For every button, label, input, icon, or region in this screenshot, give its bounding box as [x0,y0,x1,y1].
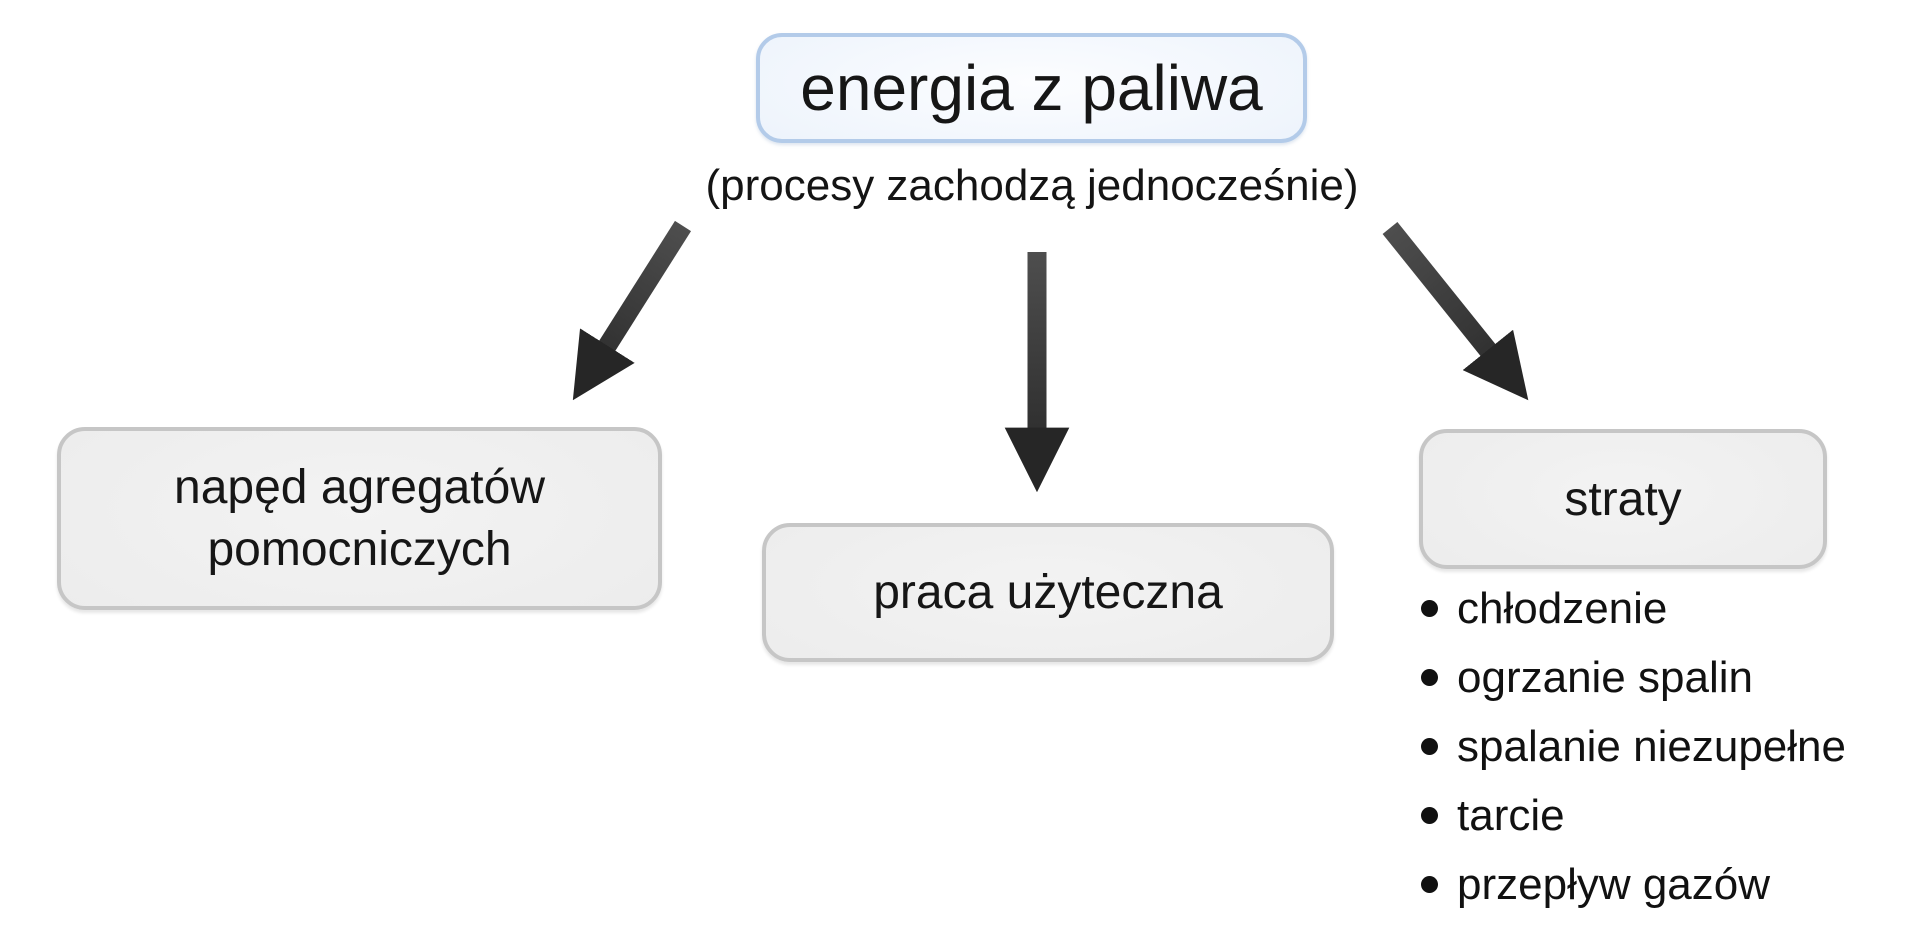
list-item: tarcie [1421,781,1846,850]
list-item: przepływ gazów [1421,850,1846,919]
bullet-icon [1421,876,1438,893]
bullet-icon [1421,669,1438,686]
list-item-label: przepływ gazów [1457,859,1771,909]
aux-drives-label-line1: napęd agregatów [174,461,545,515]
losses-list: chłodzenie ogrzanie spalin spalanie niez… [1421,574,1846,919]
list-item: chłodzenie [1421,574,1846,643]
losses-node: straty [1419,429,1827,569]
aux-drives-node: napęd agregatów pomocniczych [57,427,662,610]
aux-drives-label-line2: pomocniczych [207,522,512,576]
arrow-to-aux-drives-icon [572,220,692,401]
list-item-label: spalanie niezupełne [1457,721,1846,771]
list-item: spalanie niezupełne [1421,712,1846,781]
arrow-to-losses-icon [1382,222,1529,401]
useful-work-label: praca użyteczna [873,566,1223,619]
energy-source-label: energia z paliwa [800,52,1263,124]
simultaneous-processes-caption: (procesy zachodzą jednocześnie) [705,161,1359,210]
bullet-icon [1421,738,1438,755]
losses-label: straty [1564,472,1682,526]
list-item-label: ogrzanie spalin [1457,652,1753,702]
bullet-icon [1421,600,1438,617]
energy-source-node: energia z paliwa [756,33,1307,143]
list-item-label: tarcie [1457,790,1565,840]
list-item: ogrzanie spalin [1421,643,1846,712]
bullet-icon [1421,807,1438,824]
list-item-label: chłodzenie [1457,583,1668,633]
useful-work-node: praca użyteczna [762,523,1334,662]
